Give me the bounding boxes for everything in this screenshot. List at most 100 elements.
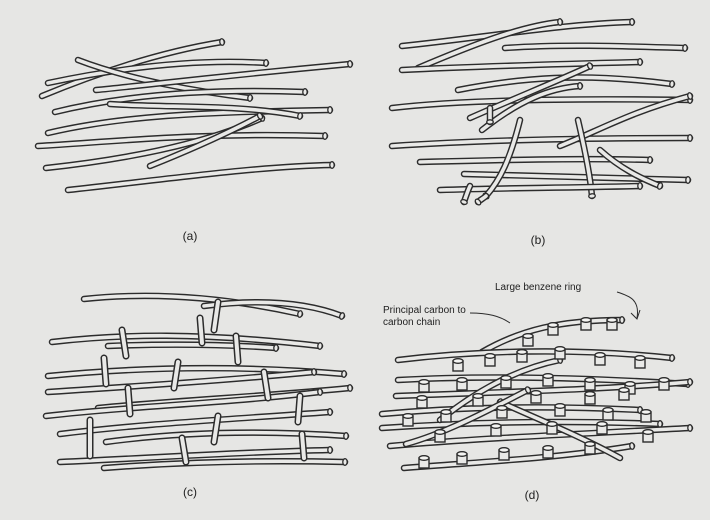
chain-end-cap	[648, 157, 653, 164]
benzene-ring	[457, 378, 467, 390]
chain-with-rings	[382, 421, 662, 428]
chain-end-cap	[303, 89, 308, 96]
benzene-ring	[497, 406, 507, 418]
chain-end-cap	[688, 425, 693, 432]
chain-end-cap	[219, 38, 224, 45]
benzene-ring	[453, 359, 463, 371]
benzene-ring	[457, 452, 467, 464]
chain-end-cap	[688, 135, 692, 142]
chain-end-cap	[317, 388, 322, 395]
benzene-ring	[499, 448, 509, 460]
crosslinked-chain	[108, 345, 278, 352]
chain-end-cap	[588, 193, 595, 198]
chain-end-cap	[683, 45, 688, 52]
chain-end-cap	[686, 177, 691, 184]
benzene-ring	[548, 323, 558, 335]
chain-end-cap	[344, 433, 349, 440]
crosslink	[214, 302, 218, 330]
crosslink	[182, 438, 186, 462]
crosslink	[302, 434, 304, 458]
benzene-ring-annotation: Large benzene ring	[495, 282, 581, 293]
chain-end-cap	[688, 379, 693, 386]
benzene-ring-leader-arrowhead	[631, 310, 640, 319]
benzene-ring	[501, 376, 511, 388]
chain-end-cap	[638, 59, 643, 66]
benzene-ring	[419, 456, 429, 468]
panel-b-branched-chains	[392, 18, 693, 205]
crosslink	[128, 388, 130, 414]
carbon-chain-leader-line	[470, 313, 510, 323]
chain-end-cap	[347, 384, 352, 391]
chain-end-cap	[348, 61, 353, 68]
chain-end-cap	[343, 459, 348, 466]
crosslink	[200, 318, 202, 343]
branch-stub	[474, 196, 486, 206]
chain-end-cap	[317, 342, 322, 349]
benzene-ring	[543, 374, 553, 386]
benzene-ring	[417, 396, 427, 408]
chain-end-cap	[323, 133, 328, 140]
benzene-ring	[619, 388, 629, 400]
chain-end-cap	[297, 112, 303, 119]
benzene-ring	[517, 350, 527, 362]
panel-a-label: (a)	[183, 229, 198, 243]
benzene-ring	[403, 414, 413, 426]
benzene-ring	[419, 380, 429, 392]
benzene-ring	[485, 354, 495, 366]
crosslink	[122, 330, 126, 356]
panel-c-crosslinked-chains	[46, 296, 353, 468]
carbon-chain-annotation-line2: carbon chain	[383, 317, 440, 328]
branched-chain	[487, 108, 494, 124]
benzene-ring	[547, 422, 557, 434]
chain-end-cap	[247, 94, 252, 101]
benzene-ring	[585, 378, 595, 390]
panel-b-label: (b)	[531, 233, 546, 247]
benzene-ring	[555, 404, 565, 416]
chain-end-cap	[330, 162, 335, 169]
crosslink	[264, 372, 268, 398]
chain-end-cap	[578, 83, 583, 90]
crosslink	[214, 416, 218, 442]
benzene-ring	[473, 394, 483, 406]
chain-end-cap	[328, 447, 333, 454]
benzene-ring	[585, 442, 595, 454]
benzene-ring	[585, 392, 595, 404]
chain-end-cap	[342, 371, 347, 378]
chain-end-cap	[620, 317, 624, 324]
crosslink	[104, 358, 106, 384]
panel-d-label: (d)	[525, 488, 540, 502]
benzene-ring	[641, 410, 651, 422]
crosslinked-chain	[106, 433, 348, 442]
benzene-ring	[491, 424, 501, 436]
benzene-ring	[555, 347, 565, 359]
benzene-ring	[597, 422, 607, 434]
linear-chain	[48, 107, 332, 133]
benzene-ring	[441, 410, 451, 422]
branched-chain	[505, 45, 687, 52]
benzene-ring	[595, 353, 605, 365]
chain-end-cap	[629, 442, 634, 449]
chain-end-cap	[328, 409, 333, 416]
benzene-ring	[603, 408, 613, 420]
benzene-ring	[531, 391, 541, 403]
crosslinked-chain	[84, 296, 303, 318]
branched-chain	[392, 135, 692, 146]
chain-end-cap	[638, 183, 643, 190]
benzene-ring	[607, 318, 617, 330]
crosslink	[298, 396, 300, 422]
benzene-ring-leader-line	[617, 292, 638, 318]
benzene-ring	[543, 446, 553, 458]
chain-end-cap	[669, 80, 674, 87]
chain-end-cap	[630, 19, 635, 26]
chain-end-cap	[328, 107, 333, 114]
benzene-ring	[635, 356, 645, 368]
benzene-ring	[581, 318, 591, 330]
chain-end-cap	[264, 60, 269, 67]
panel-c-label: (c)	[183, 485, 197, 499]
chain-end-cap	[311, 369, 316, 376]
chain-end-cap	[557, 18, 562, 25]
chain-end-cap	[487, 120, 494, 124]
benzene-ring	[435, 430, 445, 442]
